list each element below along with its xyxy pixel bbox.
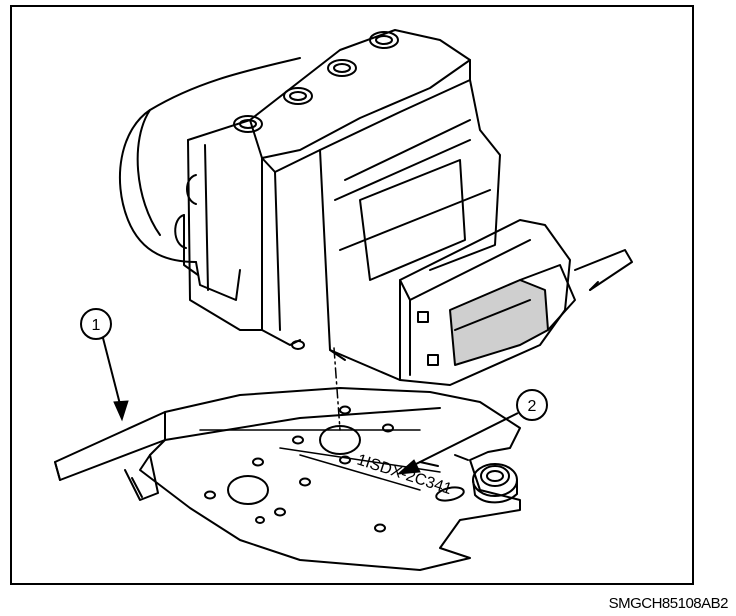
figure-frame [10, 5, 694, 585]
callout-2-number: 2 [528, 398, 537, 415]
callout-1-number: 1 [92, 317, 101, 334]
mounting-bracket [54, 387, 521, 571]
callout-1: 1 [80, 308, 129, 422]
callout-2: 2 [396, 389, 548, 475]
figure-code: SMGCH85108AB2 [608, 595, 729, 612]
abs-control-unit [118, 29, 633, 386]
